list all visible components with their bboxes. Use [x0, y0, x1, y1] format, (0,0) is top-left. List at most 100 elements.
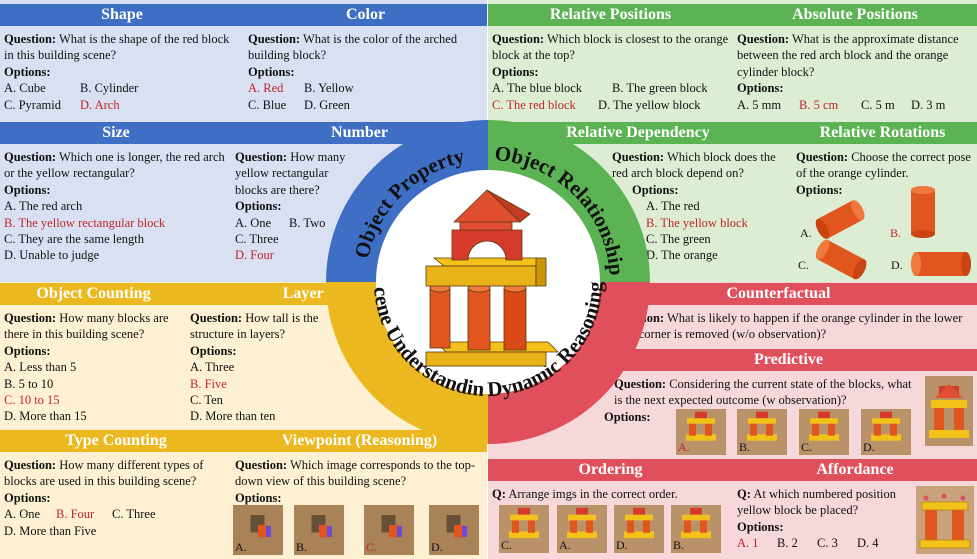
relrot-label-c: C. [798, 258, 810, 272]
absolute-positions-header: Absolute Positions [733, 4, 977, 26]
options-label: Options: [796, 182, 843, 197]
shape-question: What is the shape of the red block in th… [4, 32, 230, 63]
viewpoint-option-a: A. [233, 505, 283, 555]
option-a: A. The red [646, 199, 700, 214]
question-label: Question: [492, 32, 545, 46]
color-question-block: Question: What is the color of the arche… [248, 31, 484, 113]
option-b: B. 5 to 10 [4, 376, 54, 391]
option-b: B. Two [289, 215, 326, 230]
affordance-question-block: Q: At which numbered position yellow blo… [737, 486, 913, 552]
option-b-answer: B. 5 cm [799, 97, 839, 112]
viewpoint-question: Which image corresponds to the top-down … [235, 458, 476, 489]
ordering-image-a-label: C. [501, 538, 513, 552]
ordering-image-b-label: A. [559, 538, 571, 552]
question-label: Question: [4, 311, 57, 325]
ordering-image-c: D. [614, 505, 664, 553]
options-label: Options: [235, 199, 282, 214]
options-label: Options: [248, 64, 295, 79]
option-b-answer: B. The yellow block [646, 215, 748, 230]
affordance-header: Affordance [733, 459, 977, 481]
relrot-cylinder-d [911, 252, 971, 276]
question-label: Question: [4, 458, 57, 472]
relative-rotations-header: Relative Rotations [788, 122, 977, 144]
predictive-scene-image [925, 376, 973, 446]
predictive-question-block: Question: Considering the current state … [614, 376, 920, 409]
size-header: Size [0, 122, 232, 144]
option-d: D. Green [304, 97, 350, 112]
question-label: Question: [737, 32, 790, 46]
block-structure-illustration [425, 189, 559, 367]
size-question-block: Question: Which one is longer, the red a… [4, 149, 226, 264]
option-b-answer: B. The yellow rectangular block [4, 215, 166, 230]
viewpoint-option-d: D. [429, 505, 479, 555]
options-label: Options: [4, 64, 51, 79]
option-a: A. Less than 5 [4, 360, 77, 375]
question-label: Q: [737, 487, 751, 501]
option-b-answer: B. Five [190, 376, 227, 391]
predictive-option-b: B. [737, 409, 787, 455]
layer-counting-question-block: Question: How tall is the structure in l… [190, 310, 338, 425]
category-wheel: Object Property Object Relationship Scen… [326, 120, 650, 444]
shape-question-block: Question: What is the shape of the red b… [4, 31, 240, 113]
relative-rotations-question: Choose the correct pose of the orange cy… [796, 150, 971, 181]
affordance-question: At which numbered position yellow block … [737, 487, 897, 518]
number-question-block: Question: How many yellow rectangular bl… [235, 149, 363, 264]
ordering-image-d-label: B. [673, 538, 685, 552]
ordering-image-d: B. [671, 505, 721, 553]
relative-dependency-question: Which block does the red arch block depe… [612, 150, 776, 181]
option-c-answer: C. 10 to 15 [4, 393, 60, 408]
option-d-answer: D. Four [235, 248, 274, 263]
option-a: A. The blue block [492, 81, 583, 96]
option-a: A. 5 mm [737, 97, 782, 112]
option-b: B. Yellow [304, 81, 354, 96]
option-d: D. The yellow block [598, 97, 701, 112]
viewpoint-question-block: Question: Which image corresponds to the… [235, 457, 481, 506]
shape-header: Shape [0, 4, 244, 26]
counterfactual-header: Counterfactual [580, 283, 977, 305]
option-c: C. They are the same length [4, 232, 145, 247]
relative-positions-question: Which block is closest to the orange blo… [492, 32, 729, 63]
option-b: B. 2 [777, 536, 798, 551]
size-question: Which one is longer, the red arch or the… [4, 150, 225, 181]
question-label: Question: [796, 150, 849, 164]
predictive-option-c: C. [799, 409, 849, 455]
option-b: B. Cylinder [80, 81, 139, 96]
option-c: C. Pyramid [4, 97, 61, 112]
viewpoint-option-c: C. [364, 505, 414, 555]
ordering-question-block: Q: Arrange imgs in the correct order. [492, 486, 732, 502]
object-counting-question: How many blocks are there in this buildi… [4, 311, 169, 342]
type-counting-question: How many different types of blocks are u… [4, 458, 204, 489]
option-c: C. 5 m [861, 97, 895, 112]
ordering-header: Ordering [488, 459, 733, 481]
option-d: D. More than ten [190, 409, 276, 424]
absolute-positions-question: What is the approximate distance between… [737, 32, 959, 79]
option-c: C. Three [112, 507, 156, 522]
relrot-label-a: A. [800, 226, 812, 240]
predictive-option-c-label: C. [801, 440, 813, 454]
option-c: C. Ten [190, 393, 223, 408]
options-label: Options: [492, 64, 539, 79]
question-label: Question: [235, 458, 288, 472]
ordering-image-b: A. [557, 505, 607, 553]
option-a: A. One [4, 507, 41, 522]
predictive-header: Predictive [600, 349, 977, 371]
object-counting-question-block: Question: How many blocks are there in t… [4, 310, 184, 425]
option-d: D. 4 [857, 536, 879, 551]
question-label: Question: [4, 32, 57, 46]
option-c: C. 3 [817, 536, 838, 551]
ordering-question: Arrange imgs in the correct order. [508, 487, 678, 501]
viewpoint-header: Viewpoint (Reasoning) [232, 430, 487, 452]
relative-dependency-question-block: Question: Which block does the red arch … [612, 149, 788, 264]
question-label: Question: [190, 311, 243, 325]
relative-positions-header: Relative Positions [488, 4, 733, 26]
option-a-answer: A. 1 [737, 536, 759, 551]
option-c: C. Three [235, 232, 279, 247]
option-a: A. Three [190, 360, 235, 375]
viewpoint-option-b: B. [294, 505, 344, 555]
question-label: Question: [248, 32, 301, 46]
options-label: Options: [4, 182, 51, 197]
options-label: Options: [737, 81, 784, 96]
option-a-answer: A. Red [248, 81, 284, 96]
option-b-answer: B. Four [56, 507, 95, 522]
question-label: Q: [492, 487, 506, 501]
